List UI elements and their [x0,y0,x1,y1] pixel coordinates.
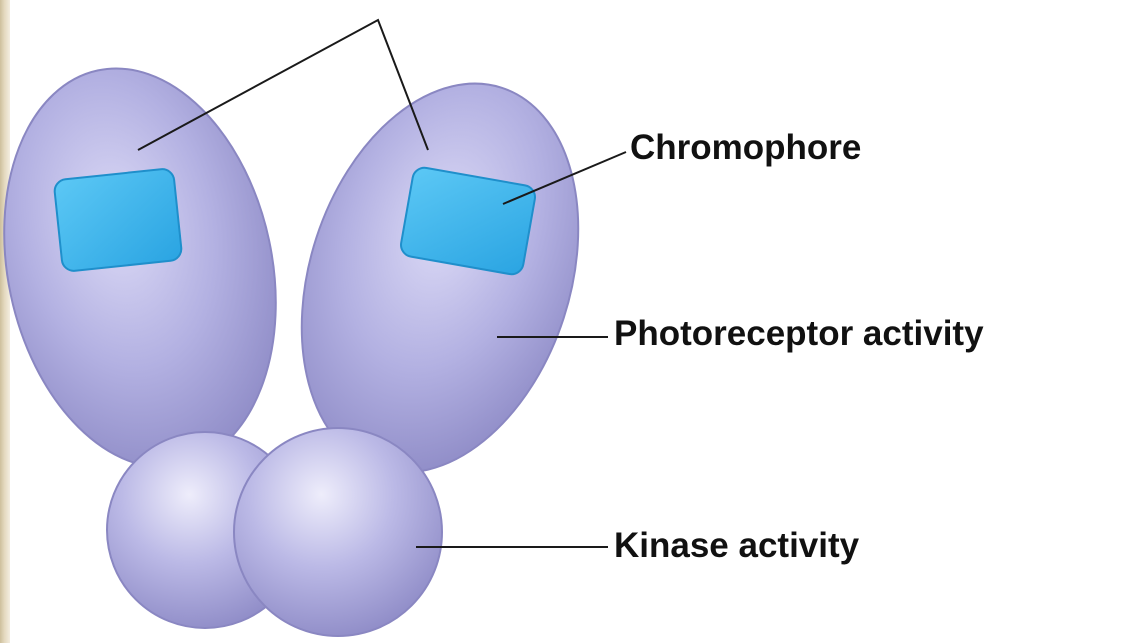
left-chromophore [54,168,183,272]
right-kinase-sphere [234,428,442,636]
kinase-activity-label: Kinase activity [614,528,859,563]
chromophore-label: Chromophore [630,130,861,165]
photoreceptor-activity-label: Photoreceptor activity [614,316,984,351]
left-photoreceptor-lobe [0,43,311,493]
